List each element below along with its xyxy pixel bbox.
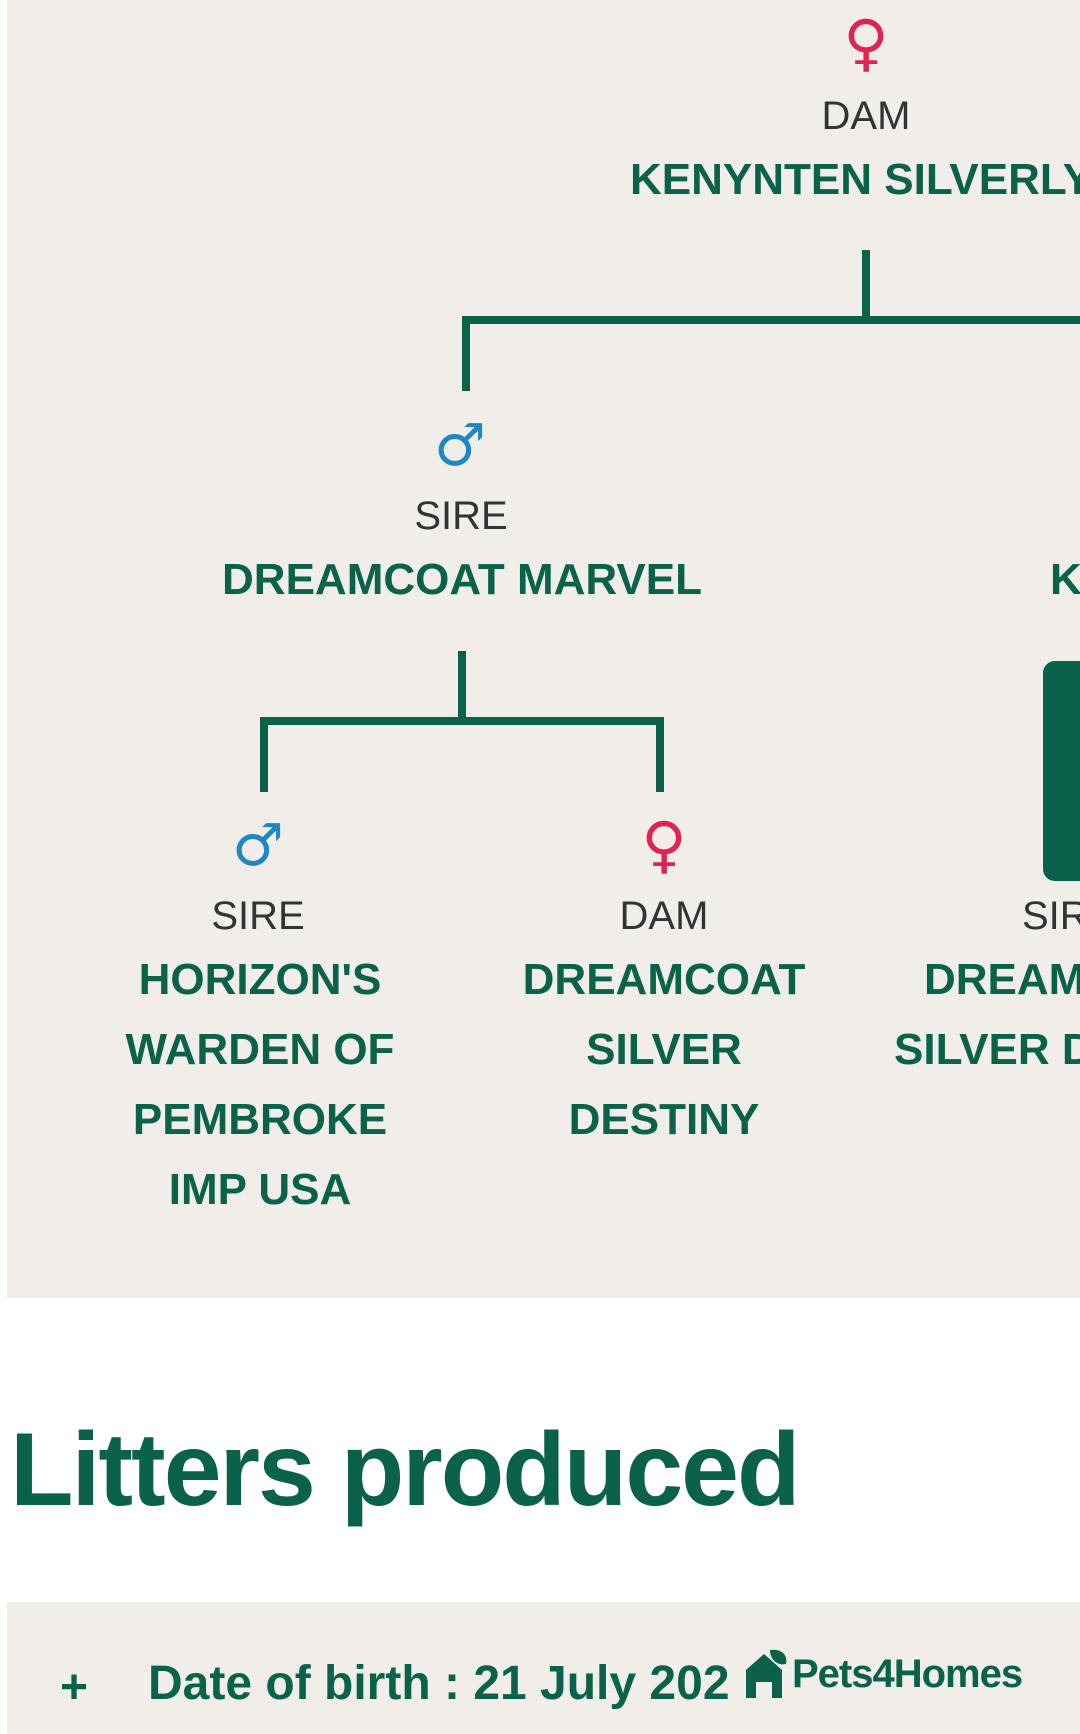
- name-line: SILVER D: [894, 1025, 1080, 1074]
- right-sibling-name-partial[interactable]: K: [1050, 555, 1080, 604]
- connector-sire-stem: [458, 651, 466, 721]
- litter-row[interactable]: [7, 1602, 1080, 1734]
- sire-dam-role-label: DAM: [619, 894, 709, 938]
- connector-sire-bar: [260, 717, 664, 725]
- connector-sire-dam-drop: [656, 717, 664, 792]
- male-icon: ♂: [232, 811, 284, 879]
- female-icon: ♀: [843, 6, 889, 79]
- brand-watermark: Pets4Homes: [742, 1648, 1023, 1700]
- name-line: PEMBROKE: [132, 1095, 388, 1144]
- dam-name-link[interactable]: KENYNTEN SILVERLY: [630, 155, 1080, 204]
- connector-sire-sire-drop: [260, 717, 268, 792]
- house-leaf-logo-icon: [746, 1649, 787, 1698]
- name-line: WARDEN OF: [125, 1025, 395, 1074]
- connector-root-stem: [862, 250, 870, 318]
- highlight-card[interactable]: [1043, 661, 1080, 881]
- connector-root-bar: [462, 316, 1080, 324]
- connector-sire-drop: [462, 316, 470, 391]
- name-line: IMP USA: [168, 1165, 352, 1214]
- name-line: DESTINY: [568, 1095, 760, 1144]
- right-partial-role-label: SIR: [1022, 894, 1080, 938]
- name-line: DREAMCOAT: [522, 955, 806, 1004]
- female-icon: ♀: [641, 808, 687, 881]
- male-icon: ♂: [434, 411, 486, 479]
- litters-heading: Litters produced: [10, 1412, 801, 1528]
- sire-name-link[interactable]: DREAMCOAT MARVEL: [222, 555, 702, 604]
- sire-role-label: SIRE: [414, 494, 508, 538]
- expand-plus-icon[interactable]: +: [60, 1661, 89, 1714]
- litter-dob-label[interactable]: Date of birth : 21 July 202: [148, 1657, 730, 1710]
- name-line: SILVER: [586, 1025, 742, 1074]
- name-line: DREAM: [924, 955, 1080, 1004]
- brand-name: Pets4Homes: [792, 1651, 1023, 1696]
- pedigree-panel: [7, 0, 1080, 1298]
- dam-role-label: DAM: [821, 94, 911, 138]
- name-line: HORIZON'S: [138, 955, 382, 1004]
- sire-sire-role-label: SIRE: [211, 894, 305, 938]
